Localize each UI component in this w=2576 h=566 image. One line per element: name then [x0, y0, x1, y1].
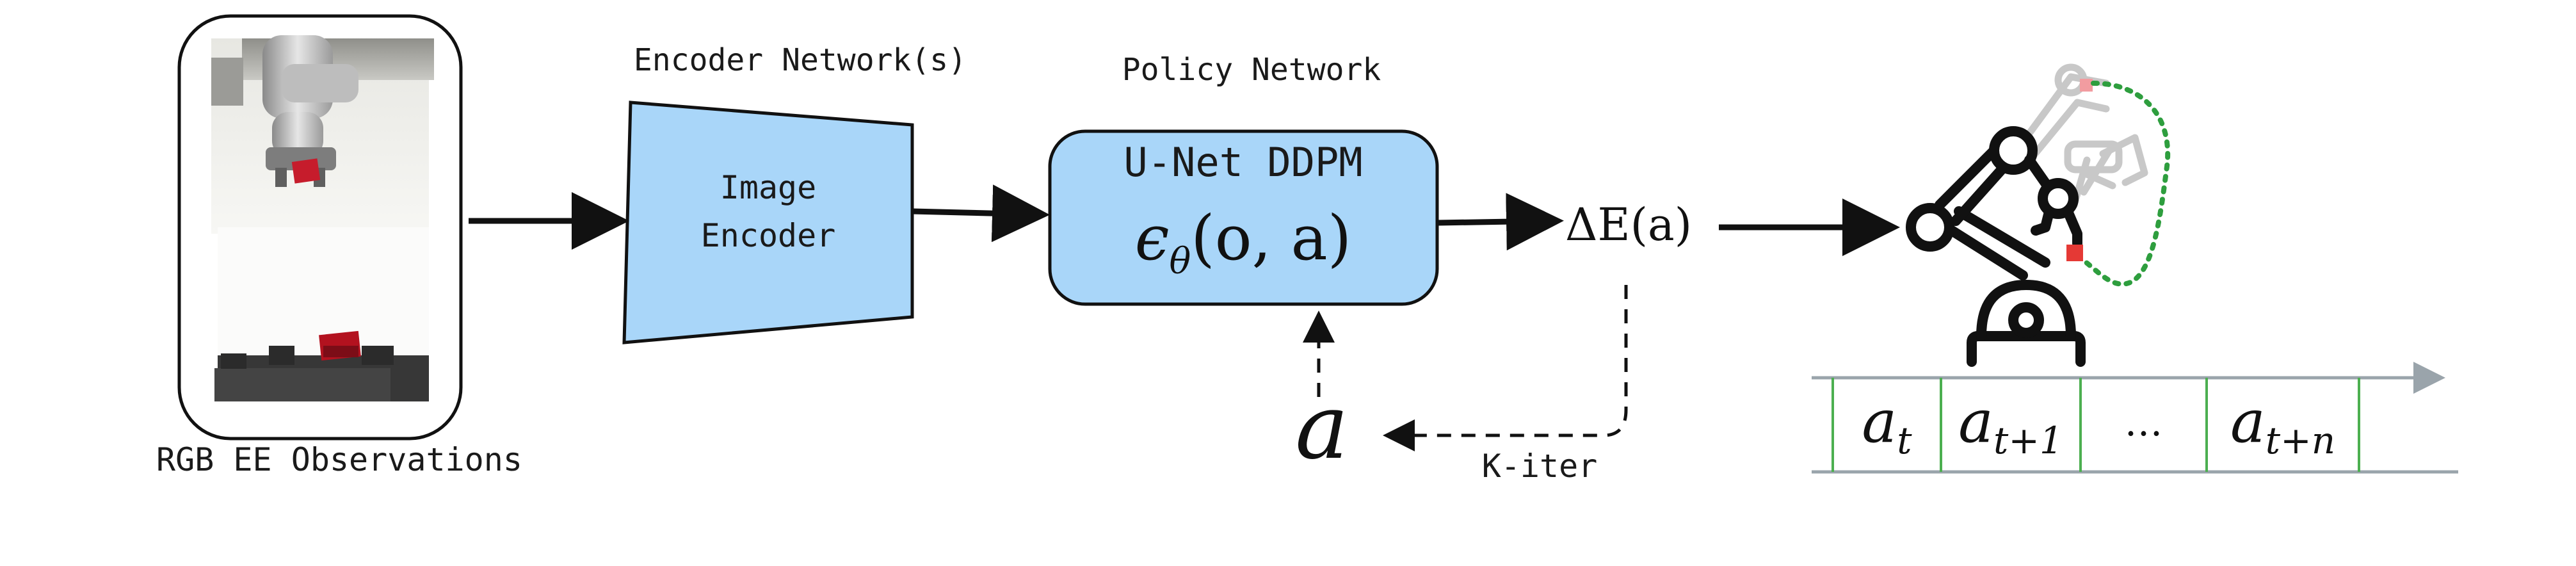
sequence-cell-subscript: t+1 — [1993, 419, 2063, 462]
sequence-cell-0: at — [1862, 387, 1912, 462]
energy-output: ΔE(a) — [1565, 198, 1692, 251]
encoder-label-line1: Image — [720, 169, 817, 206]
policy-eps: ϵ — [1135, 202, 1170, 274]
loop-label: K-iter — [1482, 448, 1598, 485]
loop-arrows — [1303, 285, 1628, 451]
energy-delta: ΔE — [1565, 198, 1630, 251]
encoder-header: Encoder Network(s) — [634, 42, 967, 78]
policy-args: (o, a) — [1191, 202, 1351, 274]
image-encoder-block: Image Encoder — [622, 101, 914, 344]
policy-title: U-Net DDPM — [1123, 139, 1362, 186]
sequence-cell-symbol: a — [1862, 387, 1897, 456]
observations-panel: RGB EE Observations — [156, 14, 522, 478]
arrow-encoder-to-policy — [912, 184, 1050, 243]
observation-image-bottom — [214, 227, 429, 403]
robot-ghost-pose — [2022, 63, 2148, 209]
robot-trajectory — [2079, 81, 2171, 287]
encoder-trapezoid — [622, 101, 914, 344]
sequence-cell-1: at+1 — [1958, 387, 2063, 462]
arrow-policy-to-energy — [1437, 193, 1564, 251]
arrow-energy-feedback — [1383, 285, 1628, 451]
sequence-cell-symbol: a — [2230, 387, 2266, 456]
flow-arrows — [469, 184, 1900, 256]
robot-base — [1967, 331, 2086, 367]
policy-theta: θ — [1170, 241, 1191, 282]
sequence-cell-3: at+n — [2230, 387, 2335, 462]
sequence-cell-symbol: a — [1958, 387, 1993, 456]
sequence-cell-symbol: … — [2125, 400, 2163, 445]
observations-label: RGB EE Observations — [156, 441, 522, 478]
encoder-label-line2: Encoder — [701, 217, 836, 254]
sequence-cell-subscript: t — [1897, 419, 1912, 462]
policy-formula: ϵθ(o, a) — [1135, 202, 1351, 282]
robot-elbow-joint — [1989, 126, 2038, 175]
policy-header: Policy Network — [1122, 52, 1381, 88]
policy-box — [1048, 129, 1439, 306]
action-symbol: a — [1295, 375, 1348, 480]
robot-target-point — [2066, 245, 2083, 261]
policy-network-block: U-Net DDPM ϵθ(o, a) — [1048, 129, 1439, 306]
robot-wrist-joint — [2038, 178, 2079, 219]
robot-arm-icon — [1906, 63, 2171, 367]
energy-arg: (a) — [1630, 198, 1692, 251]
robot-shoulder-joint — [1906, 203, 1954, 252]
observation-image-top — [211, 35, 434, 234]
sequence-cell-subscript: t+n — [2266, 419, 2335, 462]
sequence-cell-2: … — [2125, 400, 2163, 445]
